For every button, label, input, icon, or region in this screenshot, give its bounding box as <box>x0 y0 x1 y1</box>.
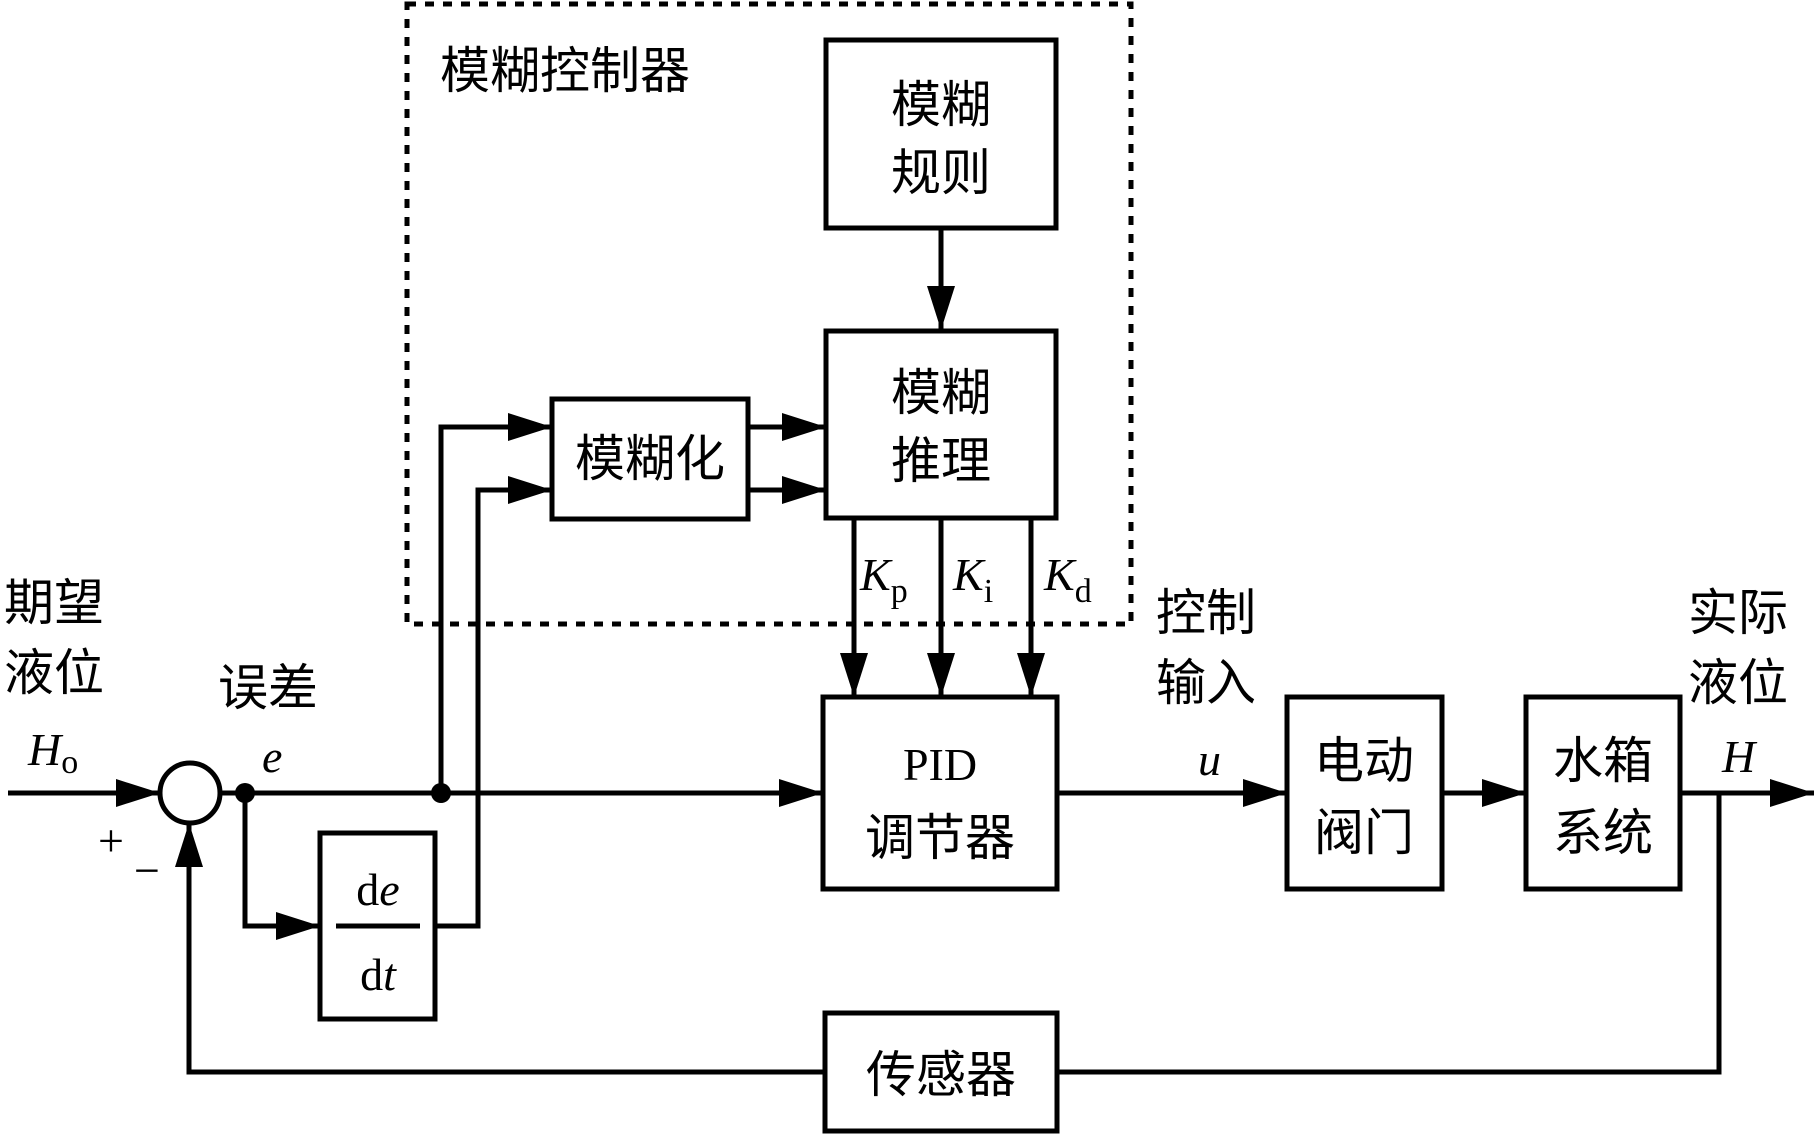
sensor-to-junction-line <box>175 823 825 1075</box>
derivative-denominator: dt <box>360 949 397 1000</box>
electric-valve-block: 电动 阀门 <box>1284 694 1445 892</box>
fuzzy-rules-line2: 规则 <box>891 144 991 202</box>
error-to-fuzzification-line <box>438 413 552 793</box>
valve-label-line2: 阀门 <box>1314 804 1414 862</box>
control-label-line2: 输入 <box>1156 654 1256 712</box>
pid-label-line2: 调节器 <box>865 809 1015 867</box>
error-to-derivative-line <box>242 793 320 940</box>
kp-label: Kp <box>859 549 908 610</box>
fuzzification-block: 模糊化 <box>549 396 751 522</box>
water-tank-block: 水箱 系统 <box>1523 694 1683 892</box>
ki-label: Ki <box>952 549 993 610</box>
output-label-line2: 液位 <box>1688 654 1788 712</box>
minus-sign: − <box>134 845 160 896</box>
fuzzification-label: 模糊化 <box>575 430 725 488</box>
fuzzy-rules-block: 模糊 规则 <box>823 37 1059 231</box>
derivative-to-fuzzification-line <box>435 476 552 929</box>
valve-label-line1: 电动 <box>1314 732 1414 790</box>
derivative-numerator: de <box>356 864 399 915</box>
control-symbol: u <box>1198 734 1221 785</box>
fuzzy-branch-dot <box>431 783 451 803</box>
input-label-line1: 期望 <box>4 574 104 632</box>
fuzzy-controller-title: 模糊控制器 <box>440 42 690 100</box>
sensor-label: 传感器 <box>866 1046 1016 1104</box>
tank-label-line1: 水箱 <box>1553 732 1653 790</box>
pid-label-line1: PID <box>903 739 977 790</box>
input-label-line2: 液位 <box>4 644 104 702</box>
fuzzy-rules-line1: 模糊 <box>891 76 991 134</box>
kd-label: Kd <box>1043 549 1092 610</box>
fuzzy-inference-line2: 推理 <box>891 432 991 490</box>
output-symbol: H <box>1721 731 1758 782</box>
fuzzy-inference-block: 模糊 推理 <box>823 328 1059 521</box>
summing-junction <box>157 760 223 826</box>
error-symbol: e <box>262 731 282 782</box>
plus-sign: + <box>98 815 124 866</box>
input-symbol: Ho <box>27 724 78 781</box>
pid-controller-block: PID 调节器 <box>820 694 1060 892</box>
derivative-block: de dt <box>317 830 438 1022</box>
error-label: 误差 <box>218 659 318 717</box>
fuzzy-controller-boundary <box>404 1 1134 627</box>
control-label-line1: 控制 <box>1156 584 1256 642</box>
fuzzy-inference-line1: 模糊 <box>891 364 991 422</box>
sensor-block: 传感器 <box>822 1010 1060 1134</box>
tank-label-line2: 系统 <box>1553 804 1653 862</box>
feedback-to-sensor-line <box>1057 793 1722 1075</box>
output-label-line1: 实际 <box>1688 584 1788 642</box>
